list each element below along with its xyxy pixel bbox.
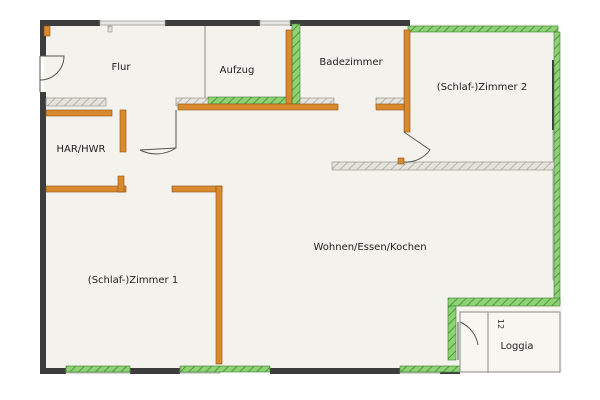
floor-area [44,24,562,372]
room-label-zimmer2: (Schlaf-)Zimmer 2 [437,82,527,93]
stair-count-label: 12 [496,319,505,329]
hatched-walls [45,25,555,171]
room-label-flur: Flur [112,62,132,73]
green-walls [65,23,561,373]
loggia-door [459,321,479,346]
loggia-frame [459,311,561,373]
entrance-door [39,55,65,81]
loggia-floor [458,306,562,372]
room-label-loggia: Loggia [500,341,533,352]
doors [39,55,479,360]
room-label-har-hwr: HAR/HWR [56,144,105,155]
room-label-wohnen: Wohnen/Essen/Kochen [313,242,426,253]
interior-walls [43,25,411,365]
room-label-zimmer1: (Schlaf-)Zimmer 1 [88,275,178,286]
room-label-badezimmer: Badezimmer [319,57,383,68]
zimmer2-door [403,131,431,163]
room-label-aufzug: Aufzug [220,65,255,76]
